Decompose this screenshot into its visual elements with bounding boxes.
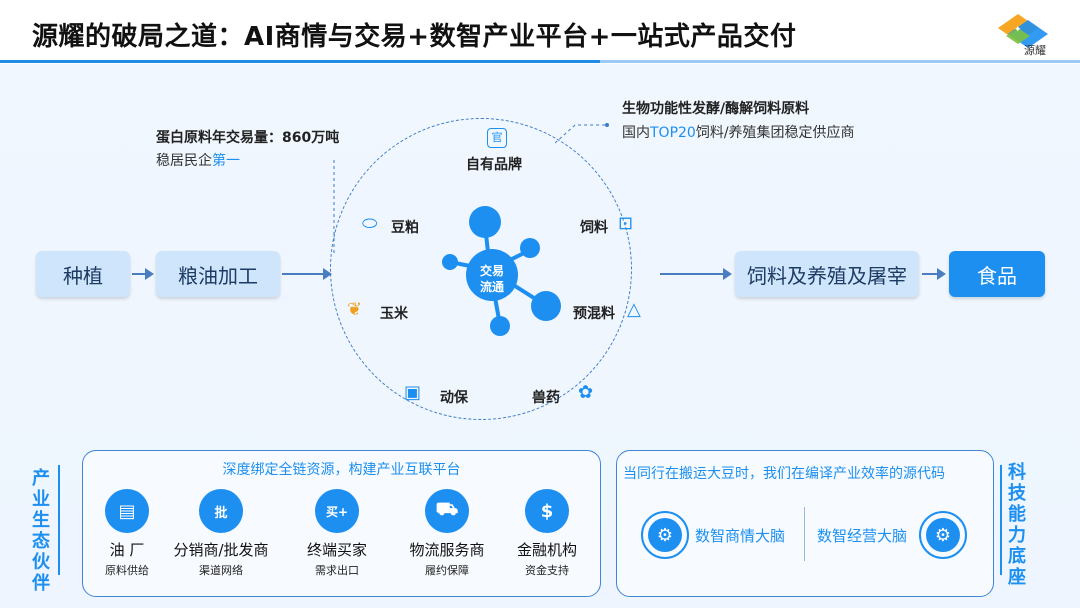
hub-network [442, 206, 561, 336]
arrow-1 [132, 268, 154, 280]
category-vet-drug: 兽药 [532, 390, 560, 406]
brain-left-icon: ⚙ [641, 511, 689, 559]
corn-icon: ❦ [347, 299, 363, 320]
right-note-sub: 国内TOP20饲料/养殖集团稳定供应商 [622, 125, 855, 141]
title-divider [0, 60, 1080, 63]
partner-end-buyer: 买+ 终端买家 需求出口 [287, 489, 387, 578]
brain-right-icon: ⚙ [919, 511, 967, 559]
category-soybean-meal: 豆粕 [391, 220, 419, 236]
soybean-icon: ⬭ [362, 213, 378, 234]
left-note-title: 蛋白原料年交易量：860万吨 [156, 130, 340, 146]
svg-text:✦: ✦ [1014, 25, 1022, 35]
tech-side-label: 科技能力底座 [1008, 462, 1026, 588]
right-note-leader [555, 123, 609, 144]
right-note-title: 生物功能性发酵/酶解饲料原料 [622, 101, 810, 117]
ecosystem-panel: 深度绑定全链资源，构建产业互联平台 ▤ 油 厂 原料供给 批 分销商/批发商 渠… [82, 450, 601, 597]
pig-icon: ✿ [578, 382, 594, 403]
partner-logistics: ⛟ 物流服务商 履约保障 [397, 489, 497, 578]
brain-divider [804, 507, 805, 561]
category-own-brand: 自有品牌 [466, 157, 522, 173]
ecosystem-side-label: 产业生态伙伴 [32, 468, 50, 594]
tech-side-bar [1000, 465, 1002, 575]
chain-feed-breeding: 饲料及养殖及屠宰 [735, 251, 919, 297]
category-corn: 玉米 [380, 306, 408, 322]
brain-right-label: 数智经营大脑 [817, 527, 908, 545]
finance-icon: $ [525, 489, 569, 533]
partner-oil-factory: ▤ 油 厂 原料供给 [77, 489, 177, 578]
arrow-3 [660, 268, 732, 280]
arrow-2 [282, 268, 332, 280]
category-feed: 饲料 [580, 220, 608, 236]
truck-icon: ⛟ [425, 489, 469, 533]
wholesale-icon: 批 [199, 489, 243, 533]
tech-caption: 当同行在搬运大豆时，我们在编译产业效率的源代码 [623, 466, 945, 482]
ecosystem-side-bar [58, 465, 60, 575]
buyer-icon: 买+ [315, 489, 359, 533]
hub-circle [330, 118, 632, 420]
page-title: 源耀的破局之道：AI商情与交易+数智产业平台+一站式产品交付 [32, 22, 797, 52]
factory-icon: ▤ [105, 489, 149, 533]
logo-icon: ✦ [998, 14, 1048, 48]
brand-badge-icon: 官 [487, 128, 507, 148]
left-note-sub: 稳居民企第一 [156, 153, 240, 169]
partner-finance: $ 金融机构 资金支持 [497, 489, 597, 578]
chain-planting: 种植 [36, 251, 130, 297]
category-premix: 预混料 [573, 306, 615, 322]
category-animal-protection: 动保 [440, 390, 468, 406]
medicine-bottle-icon: ▣ [404, 382, 422, 403]
hub-center-label: 交易流通 [479, 264, 504, 294]
premix-icon: △ [627, 299, 641, 320]
arrow-4 [922, 268, 946, 280]
tech-panel: 当同行在搬运大豆时，我们在编译产业效率的源代码 ⚙ 数智商情大脑 数智经营大脑 … [616, 450, 994, 597]
chain-grain-oil: 粮油加工 [156, 251, 280, 297]
partner-wholesaler: 批 分销商/批发商 渠道网络 [171, 489, 271, 578]
logo-text: 源耀 [1024, 44, 1046, 57]
ecosystem-caption: 深度绑定全链资源，构建产业互联平台 [222, 462, 461, 478]
brain-left-label: 数智商情大脑 [695, 527, 786, 545]
chain-food: 食品 [949, 251, 1045, 297]
title-divider-accent [600, 60, 1080, 63]
feed-bag-icon: ⊡ [618, 213, 634, 234]
